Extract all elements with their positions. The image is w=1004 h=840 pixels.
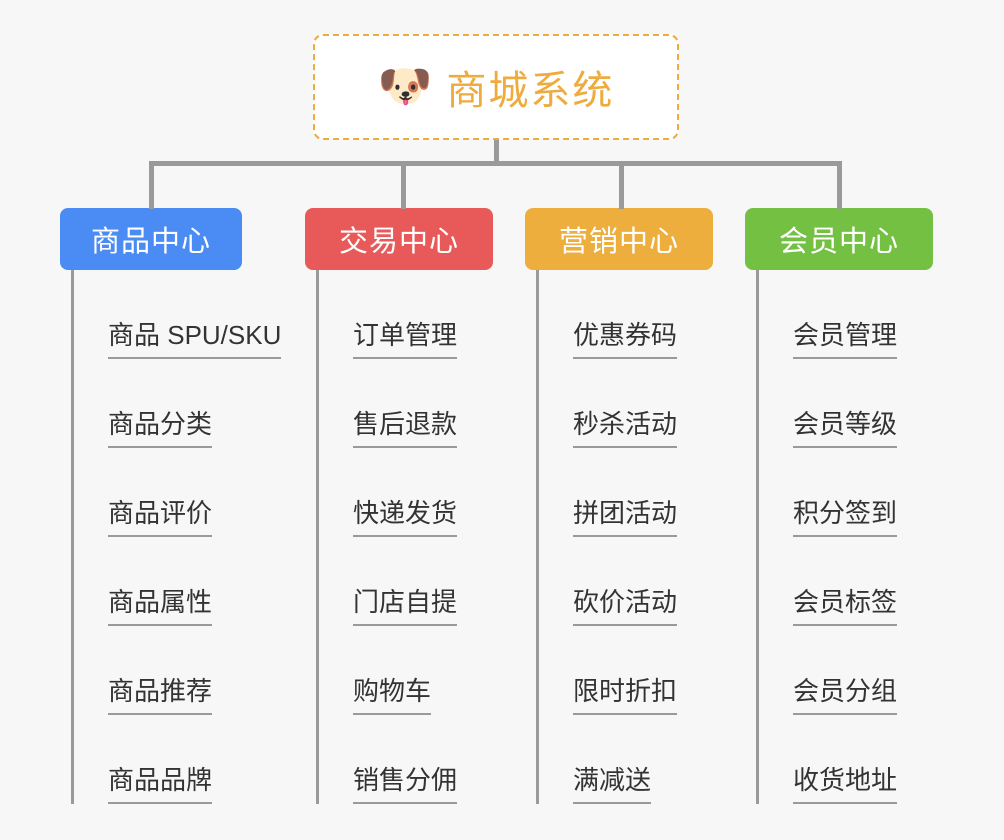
leaf-item-label: 会员管理 xyxy=(793,315,898,359)
leaf-item[interactable]: 拼团活动 xyxy=(539,448,713,537)
leaf-item[interactable]: 收货地址 xyxy=(759,715,933,804)
leaf-item[interactable]: 满减送 xyxy=(539,715,713,804)
leaf-item[interactable]: 购物车 xyxy=(319,626,493,715)
root-node-title: 商城系统 xyxy=(446,69,615,113)
shiba-dog-face-emoji: 🐶 xyxy=(377,62,433,111)
connector-drop-member-center xyxy=(837,161,842,209)
leaf-item-label: 积分签到 xyxy=(793,493,898,537)
category-header-trade-center[interactable]: 交易中心 xyxy=(305,208,493,270)
leaf-item-label: 销售分佣 xyxy=(353,760,458,804)
leaf-item-label: 商品品牌 xyxy=(108,760,213,804)
category-header-member-center[interactable]: 会员中心 xyxy=(745,208,933,270)
connector-drop-product-center xyxy=(149,161,154,209)
leaf-item[interactable]: 限时折扣 xyxy=(539,626,713,715)
connector-root-stem xyxy=(494,140,499,165)
leaf-item-label: 会员标签 xyxy=(793,582,898,626)
leaf-item-label: 商品评价 xyxy=(108,493,213,537)
leaf-item-label: 商品分类 xyxy=(108,404,213,448)
leaf-list-trade-center: 订单管理售后退款快递发货门店自提购物车销售分佣 xyxy=(316,270,493,804)
leaf-item[interactable]: 砍价活动 xyxy=(539,537,713,626)
leaf-item-label: 限时折扣 xyxy=(573,671,678,715)
leaf-item-label: 会员分组 xyxy=(793,671,898,715)
leaf-item-label: 快递发货 xyxy=(353,493,458,537)
leaf-item[interactable]: 订单管理 xyxy=(319,270,493,359)
column-trade-center: 交易中心订单管理售后退款快递发货门店自提购物车销售分佣 xyxy=(305,208,493,804)
leaf-item[interactable]: 商品评价 xyxy=(74,448,242,537)
column-member-center: 会员中心会员管理会员等级积分签到会员标签会员分组收货地址 xyxy=(745,208,933,804)
root-node-shop-system[interactable]: 🐶 商城系统 xyxy=(313,34,679,140)
leaf-item[interactable]: 优惠券码 xyxy=(539,270,713,359)
leaf-item[interactable]: 会员等级 xyxy=(759,359,933,448)
leaf-item[interactable]: 商品 SPU/SKU xyxy=(74,270,282,359)
leaf-item-label: 商品属性 xyxy=(108,582,213,626)
category-header-marketing-center[interactable]: 营销中心 xyxy=(525,208,713,270)
leaf-item-label: 会员等级 xyxy=(793,404,898,448)
leaf-item[interactable]: 商品属性 xyxy=(74,537,242,626)
leaf-item[interactable]: 会员分组 xyxy=(759,626,933,715)
connector-drop-marketing-center xyxy=(619,161,624,209)
leaf-item[interactable]: 售后退款 xyxy=(319,359,493,448)
leaf-item-label: 售后退款 xyxy=(353,404,458,448)
leaf-item-label: 商品推荐 xyxy=(108,671,213,715)
leaf-list-marketing-center: 优惠券码秒杀活动拼团活动砍价活动限时折扣满减送 xyxy=(536,270,713,804)
column-product-center: 商品中心商品 SPU/SKU 商品分类商品评价商品属性商品推荐商品品牌 xyxy=(60,208,282,804)
leaf-item-label: 收货地址 xyxy=(793,760,898,804)
connector-drop-trade-center xyxy=(401,161,406,209)
leaf-item-label: 秒杀活动 xyxy=(573,404,678,448)
category-header-product-center[interactable]: 商品中心 xyxy=(60,208,242,270)
leaf-item[interactable]: 销售分佣 xyxy=(319,715,493,804)
leaf-item[interactable]: 商品品牌 xyxy=(74,715,242,804)
leaf-item[interactable]: 会员标签 xyxy=(759,537,933,626)
leaf-item[interactable]: 积分签到 xyxy=(759,448,933,537)
leaf-item-label: 拼团活动 xyxy=(573,493,678,537)
leaf-item[interactable]: 商品分类 xyxy=(74,359,242,448)
leaf-item-label: 优惠券码 xyxy=(573,315,678,359)
leaf-item[interactable]: 秒杀活动 xyxy=(539,359,713,448)
leaf-list-member-center: 会员管理会员等级积分签到会员标签会员分组收货地址 xyxy=(756,270,933,804)
leaf-item-label: 砍价活动 xyxy=(573,582,678,626)
leaf-item[interactable]: 门店自提 xyxy=(319,537,493,626)
leaf-item-label: 订单管理 xyxy=(353,315,458,359)
leaf-item[interactable]: 会员管理 xyxy=(759,270,933,359)
leaf-list-product-center: 商品 SPU/SKU 商品分类商品评价商品属性商品推荐商品品牌 xyxy=(71,270,282,804)
column-marketing-center: 营销中心优惠券码秒杀活动拼团活动砍价活动限时折扣满减送 xyxy=(525,208,713,804)
leaf-item[interactable]: 商品推荐 xyxy=(74,626,242,715)
leaf-item-label: 满减送 xyxy=(573,760,652,804)
leaf-item-label: 购物车 xyxy=(353,671,432,715)
connector-horizontal-bus xyxy=(149,161,840,166)
leaf-item-label: 门店自提 xyxy=(353,582,458,626)
leaf-item[interactable]: 快递发货 xyxy=(319,448,493,537)
leaf-item-label: 商品 SPU/SKU xyxy=(108,315,282,359)
